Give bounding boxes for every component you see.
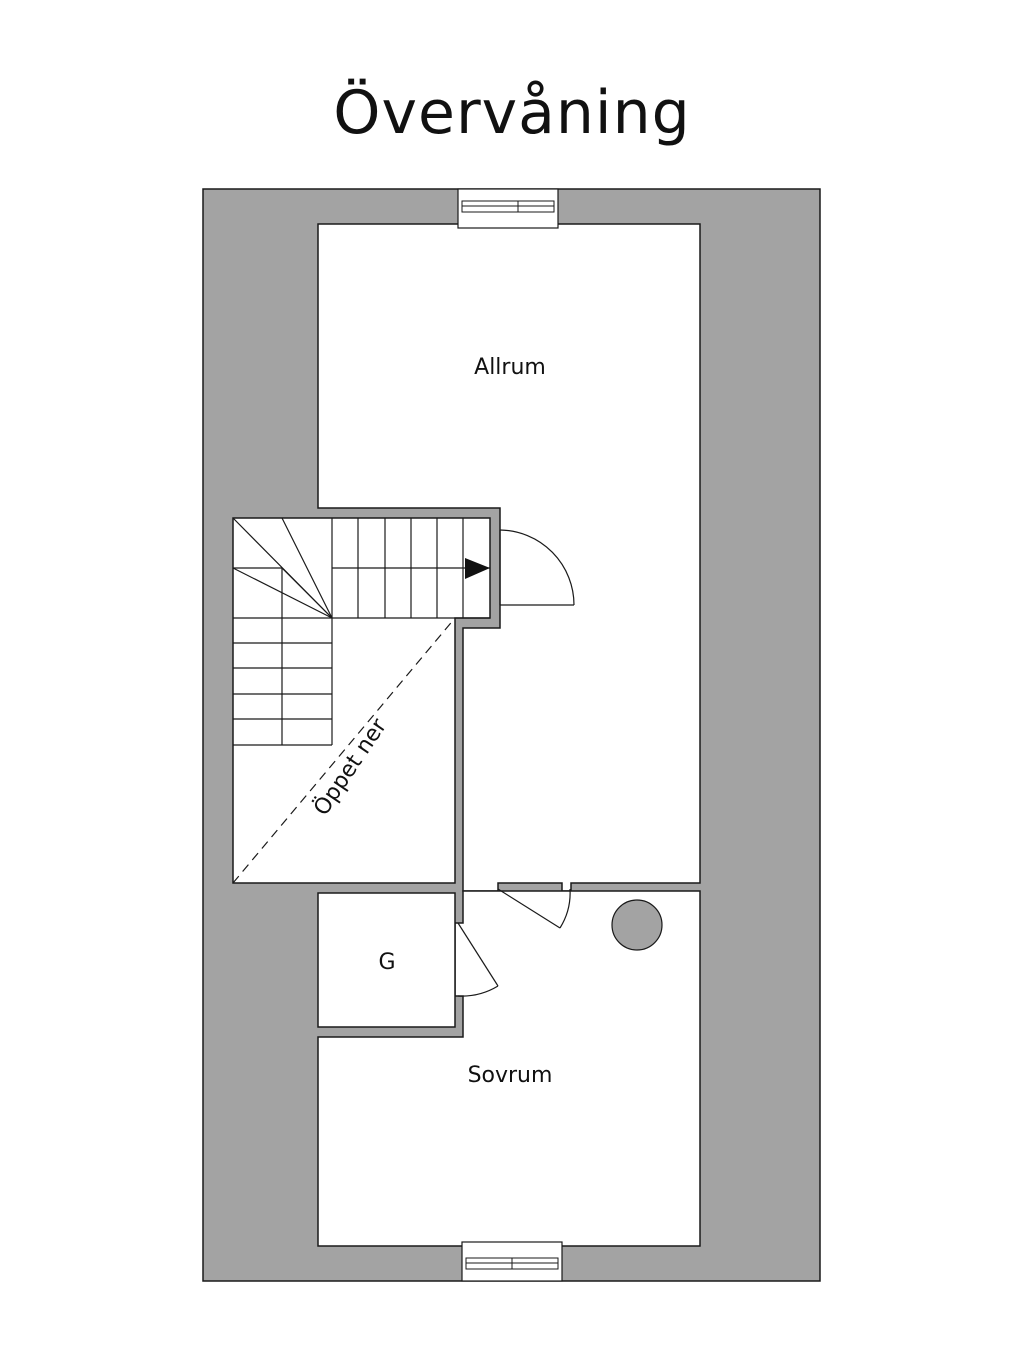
open-below-line xyxy=(232,617,456,884)
floor-title: Övervåning xyxy=(333,78,691,148)
stair-void-floor xyxy=(232,517,491,884)
chimney-icon xyxy=(611,899,663,951)
door-sovrum xyxy=(497,888,571,929)
staircase xyxy=(232,517,490,746)
window-bottom xyxy=(461,1241,563,1282)
room-label-storage: G xyxy=(378,950,395,975)
sovrum-floor xyxy=(317,890,701,1247)
door-stair xyxy=(499,529,575,606)
window-top xyxy=(457,188,559,229)
arrow-right-icon xyxy=(465,558,490,579)
room-label-sovrum: Sovrum xyxy=(468,1063,553,1088)
door-storage xyxy=(457,922,499,997)
room-label-allrum: Allrum xyxy=(474,355,546,380)
storage-floor xyxy=(317,892,456,1028)
